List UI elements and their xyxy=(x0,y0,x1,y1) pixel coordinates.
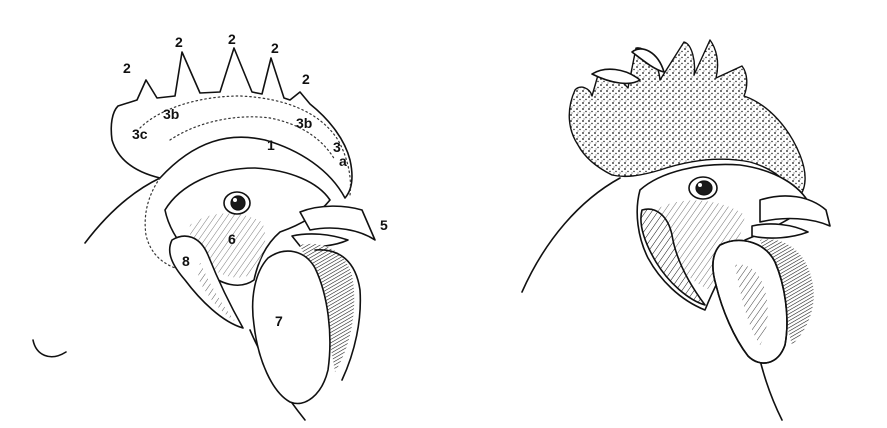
label-comb-blade: 3c xyxy=(132,126,148,142)
label-comb-point-2: 2 xyxy=(175,34,183,50)
eye-highlight xyxy=(233,198,237,202)
left-rooster-head: 2 2 2 2 2 1 3b 3b 3c 3 a 5 6 7 8 xyxy=(33,31,388,420)
label-comb-front-sub: a xyxy=(339,153,347,169)
neck-outline xyxy=(522,178,620,292)
blank-patch xyxy=(566,394,762,428)
wattle xyxy=(253,251,330,403)
label-comb-point-3: 2 xyxy=(228,31,236,47)
label-comb-point-1: 2 xyxy=(123,60,131,76)
label-comb-body: 1 xyxy=(267,137,275,153)
label-comb-point-4: 2 xyxy=(271,40,279,56)
right-rooster-head xyxy=(522,40,830,420)
eye-pupil xyxy=(231,196,245,210)
eye-highlight xyxy=(698,183,702,187)
label-comb-point-5: 2 xyxy=(302,71,310,87)
label-face: 6 xyxy=(228,231,236,247)
label-comb-base-right: 3b xyxy=(296,115,312,131)
neck-back-outline xyxy=(760,360,782,420)
beak-lower xyxy=(752,224,808,238)
label-comb-base-left: 3b xyxy=(163,106,179,122)
label-wattle: 7 xyxy=(275,313,283,329)
neck-outline xyxy=(85,178,160,243)
edge-arc xyxy=(33,340,66,357)
label-earlobe: 8 xyxy=(182,253,190,269)
eye-pupil xyxy=(696,181,712,195)
label-beak: 5 xyxy=(380,217,388,233)
